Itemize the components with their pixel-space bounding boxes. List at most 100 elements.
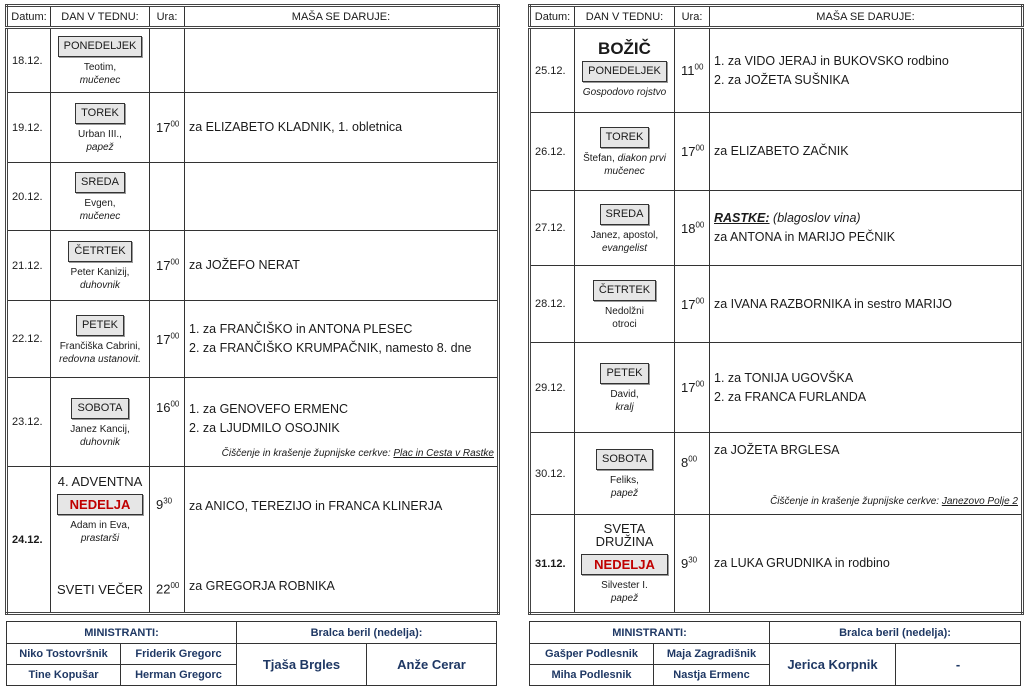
time-cell: 1800 [674,190,710,266]
saint-title: papež [610,593,639,604]
saint-name: Frančiška Cabrini, [59,340,141,352]
mass-intention: za ANICO, TEREZIJO in FRANCA KLINERJA [189,499,443,513]
mass-intention: 2. za FRANCA FURLANDA [714,389,867,404]
saint-title: redovna ustanovit. [59,353,141,365]
time-cell [149,27,185,93]
saint-name: Feliks, [610,475,639,486]
time-hour: 17 [681,144,696,160]
time-cell: 1700 [674,265,710,343]
weekday-badge: SOBOTA [71,397,129,419]
ministrant-name: Miha Podlesnik [529,664,654,686]
mass-intention: za ELIZABETO ZAČNIK [714,144,849,158]
mass-intention: 1. za VIDO JERAJ in BUKOVSKO rodbino [714,53,949,68]
saint-title: mučenec [79,211,121,222]
location-label: RASTKE: [714,211,770,225]
weekday-badge: NEDELJA [581,554,668,575]
reader-name: Jerica Korpnik [769,643,896,686]
date-cell: 19.12. [6,92,51,163]
mass-intention: za JOŽETA BRGLESA [714,443,840,457]
header-row: Datum:DAN V TEDNU:Ura:MAŠA SE DARUJE: [529,5,1023,29]
evening-mass-intention: za GREGORJA ROBNIKA [189,579,335,593]
evening-time: 2200 [156,581,179,596]
saint-title: papež [610,488,639,499]
ministrant-name: Tine Kopušar [6,664,121,686]
reader-name: - [895,643,1021,686]
mass-cell [184,27,499,93]
mass-cell: za LUKA GRUDNIKA in rodbino [709,514,1023,614]
mass-intention: 1. za FRANČIŠKO in ANTONA PLESEC [189,322,413,336]
saint-name: Peter Kanizij, [70,267,130,278]
time-hour: 9 [156,497,164,513]
ministrant-name: Nastja Ermenc [653,664,770,686]
mass-cell: za ELIZABETO ZAČNIK [709,112,1023,191]
time-minutes: 00 [170,331,180,341]
date-cell: 31.12. [529,514,575,614]
time-hour: 22 [156,581,171,596]
time-cell: 1700 [674,112,710,191]
feast-label: BOŽIČ [598,39,651,58]
time-cell: 1700 [149,230,185,301]
time-cell: 800 [674,432,710,515]
date-cell: 22.12. [6,300,51,378]
mass-intention: 1. za TONIJA UGOVŠKA [714,370,854,385]
time-cell: 1700 [149,92,185,163]
mass-time: 930 [681,556,697,571]
ministrant-name: Maja Zagradišnik [653,643,770,665]
time-minutes: 00 [695,296,705,306]
saint-of-day: Feliks, papež [575,474,674,500]
saint-name: David, [610,389,639,400]
time-minutes: 00 [170,119,180,129]
date-cell: 21.12. [6,230,51,301]
time-minutes: 00 [170,400,180,409]
weekday-badge: TOREK [599,127,650,148]
saint-of-day: Peter Kanizij, duhovnik [51,266,149,292]
saint-of-day: Janez, apostol,evangelist [575,229,674,255]
time-hour: 11 [681,63,695,79]
reader-name: Tjaša Brgles [236,643,367,686]
time-cell: 1100 [674,27,710,113]
time-hour: 17 [681,296,696,312]
ministrants-title: MINISTRANTI: [6,621,237,644]
time-cell: 930 2200 [149,466,185,614]
time-minutes: 00 [694,62,704,72]
saint-name: Teotim, [83,62,117,73]
time-hour: 16 [156,400,171,416]
mass-time: 1700 [681,296,705,312]
weekday-badge: TOREK [75,103,125,124]
mass-cell [184,162,499,231]
mass-intention: za LUKA GRUDNIKA in rodbino [714,556,890,570]
mass-cell: RASTKE: (blagoslov vina)za ANTONA in MAR… [709,190,1023,266]
mass-intention: 2. za JOŽETA SUŠNIKA [714,72,850,87]
header-mass: MAŠA SE DARUJE: [184,5,499,29]
header-time: Ura: [674,5,710,29]
header-day: DAN V TEDNU: [50,5,150,29]
saint-title: duhovnik [79,280,121,291]
saint-name: Nedolžni [605,305,644,317]
feast-label: SVETA DRUŽINA [595,521,654,549]
time-hour: 9 [681,556,689,572]
date-cell: 30.12. [529,432,575,515]
saint-name: Evgen, [84,198,116,209]
saint-name: Janez, apostol, [590,229,659,241]
ministrant-name: Herman Gregorc [120,664,237,686]
saint-title: mučenec [79,75,121,86]
mass-time: 930 [156,497,172,512]
mass-cell: za JOŽEFO NERAT [184,230,499,301]
header-mass: MAŠA SE DARUJE: [709,5,1023,29]
date-cell: 28.12. [529,265,575,343]
mass-cell: za ELIZABETO KLADNIK, 1. obletnica [184,92,499,163]
time-hour: 17 [681,380,696,396]
saint-title: evangelist [601,242,648,254]
time-minutes: 30 [688,555,698,565]
date-cell: 25.12. [529,27,575,113]
